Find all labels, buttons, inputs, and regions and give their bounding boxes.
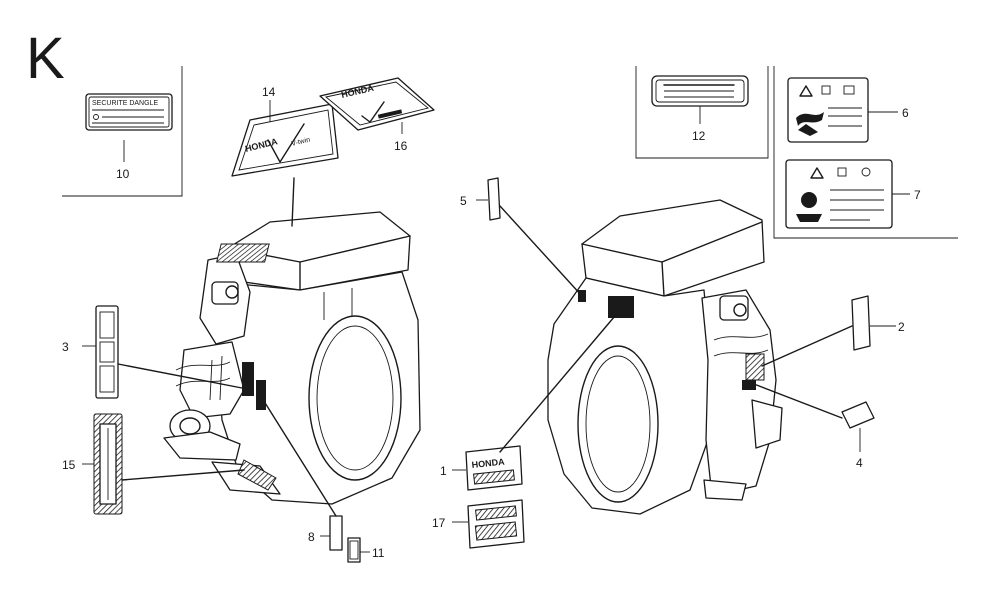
- engine-right: [547, 199, 783, 515]
- callout-7: 7: [914, 188, 921, 202]
- callout-2: 2: [898, 320, 905, 334]
- label-4: [841, 401, 875, 429]
- engine-left-lower-label: [237, 459, 277, 491]
- callout-12: 12: [692, 129, 706, 143]
- label-3: [95, 305, 119, 399]
- warning-label-7: [785, 159, 893, 229]
- callout-10: 10: [116, 167, 130, 181]
- callout-15: 15: [62, 458, 76, 472]
- label-17: [467, 499, 525, 549]
- inset-bracket-left: [62, 66, 183, 197]
- label-5: [487, 177, 501, 221]
- callout-17: 17: [432, 516, 446, 530]
- sheet-letter: K: [26, 26, 65, 91]
- safety-label-10: SECURITE DANGLE: [85, 93, 173, 131]
- inset-bracket-right: [773, 66, 958, 239]
- brand-decal-1: HONDA: [465, 445, 523, 491]
- emblem-model-text: V-twin: [291, 137, 311, 148]
- callout-8: 8: [308, 530, 315, 544]
- label-2: [851, 295, 871, 351]
- label-8: [329, 515, 343, 551]
- callout-3: 3: [62, 340, 69, 354]
- brand-emblem-14: HONDA V-twin: [231, 103, 339, 177]
- callout-6: 6: [902, 106, 909, 120]
- engine-left-top-label-patch: [216, 243, 270, 263]
- leader-lines: [82, 100, 910, 553]
- callout-numbers: 1 2 3 4 5 6 7 8 10 11 12 14 15 16 17: [62, 85, 921, 560]
- callout-5: 5: [460, 194, 467, 208]
- engine-left: [163, 211, 421, 505]
- engine-left-side-label-a: [242, 362, 254, 396]
- decal-1-brand-text: HONDA: [471, 457, 505, 470]
- warning-label-6: [787, 77, 869, 143]
- label-12: [651, 75, 749, 107]
- engine-right-side-label: [745, 353, 765, 381]
- inset-bracket-top-right: [635, 66, 769, 159]
- callout-1: 1: [440, 464, 447, 478]
- callout-14: 14: [262, 85, 276, 99]
- callout-11: 11: [372, 546, 385, 560]
- engine-right-lower-label: [742, 380, 756, 390]
- callout-4: 4: [856, 456, 863, 470]
- engine-right-top-label-patch: [608, 296, 634, 318]
- label-15: [93, 413, 123, 515]
- engine-left-side-label-b: [256, 380, 266, 410]
- brand-emblem-16: HONDA: [319, 77, 435, 131]
- safety-label-text: SECURITE DANGLE: [92, 100, 158, 107]
- label-11: [347, 537, 361, 563]
- callout-16: 16: [394, 139, 408, 153]
